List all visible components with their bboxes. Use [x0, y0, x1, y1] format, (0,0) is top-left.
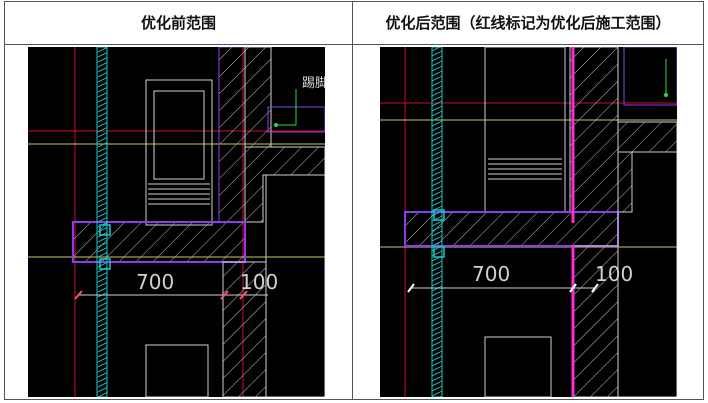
lower-cabinet — [145, 344, 209, 397]
dimension-side: 100 — [595, 262, 633, 286]
wall-vertical-upper — [569, 47, 619, 213]
dimension-main: 700 — [472, 262, 510, 286]
lower-cabinet — [484, 336, 552, 397]
dimension-tick — [74, 290, 83, 300]
cabinet-vents — [488, 158, 562, 180]
room-outline — [265, 174, 325, 397]
dimension-tick — [569, 283, 577, 293]
header-divider — [4, 44, 704, 45]
header-after: 优化后范围（红线标记为优化后施工范围） — [385, 14, 671, 32]
table-border-right — [703, 1, 704, 400]
room-outline — [617, 151, 677, 397]
table-border-bottom — [4, 399, 704, 400]
wall-vertical-upper — [218, 47, 246, 223]
pipe-fitting — [433, 246, 445, 258]
dimension-tick — [239, 290, 248, 300]
cabinet-vents — [148, 183, 210, 205]
cad-drawing-before: 踢脚 700 100 — [28, 47, 325, 397]
cabinet-outline — [145, 79, 213, 226]
dimension-side: 100 — [240, 270, 278, 294]
pipe-fitting — [433, 209, 445, 221]
wall-corner — [617, 121, 677, 213]
room-label: 踢脚 — [302, 75, 325, 91]
header-before: 优化前范围 — [140, 14, 216, 32]
cabinet-outline — [484, 47, 566, 213]
table-border-top — [4, 1, 704, 2]
drawing-before: 踢脚 700 100 — [28, 47, 325, 397]
dimension-main: 700 — [136, 270, 174, 294]
column-divider — [352, 1, 353, 400]
pipe-fitting — [99, 258, 111, 270]
wall-corner — [244, 146, 325, 223]
dimension-tick — [591, 283, 599, 293]
dimension-tick — [407, 283, 415, 293]
marker-dot — [274, 123, 278, 127]
drawing-after: 700 100 — [380, 47, 677, 397]
cad-drawing-after: 700 100 — [380, 47, 677, 397]
cabinet-door — [153, 90, 205, 180]
marker-dot — [664, 93, 668, 97]
pipe-fitting — [99, 224, 111, 236]
wall-upper-right — [244, 47, 272, 148]
dimension-tick — [220, 290, 229, 300]
pipe — [96, 47, 108, 397]
pipe — [431, 47, 443, 397]
table-border-left — [4, 1, 5, 400]
label-frame — [623, 47, 677, 106]
